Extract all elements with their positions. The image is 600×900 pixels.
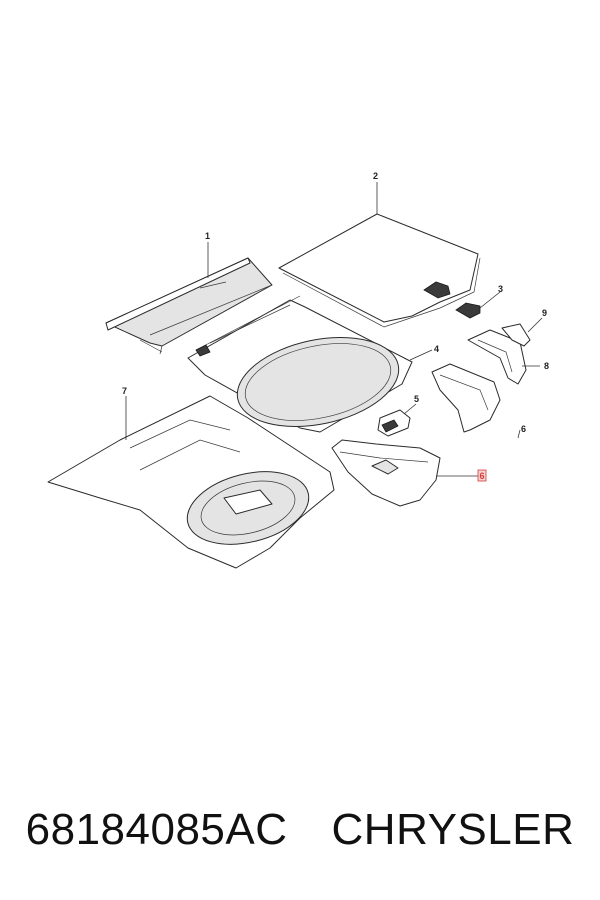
leader-5 [403, 403, 417, 415]
callout-3: 3 [498, 284, 503, 294]
callout-1: 1 [205, 231, 210, 241]
callout-6-highlighted: 6 [480, 471, 485, 481]
part-number: 68184085AC [25, 805, 288, 854]
callout-9: 9 [542, 308, 547, 318]
part-6-storage-tray[interactable] [331, 439, 441, 507]
leader-3 [479, 291, 501, 309]
callout-7: 7 [122, 386, 127, 396]
leader-6 [517, 429, 521, 439]
brand-name: CHRYSLER [331, 805, 575, 854]
part-1-cargo-cover[interactable] [105, 257, 273, 355]
part-caption: 68184085AC CHRYSLER [0, 800, 600, 860]
part-7-floor-pan[interactable] [47, 395, 335, 569]
part-4-storage-tub[interactable] [187, 295, 413, 440]
callout-4: 4 [434, 344, 439, 354]
part-3-latch[interactable] [455, 302, 481, 319]
callout-5: 5 [414, 394, 419, 404]
leader-4 [409, 349, 433, 361]
callout-2: 2 [373, 171, 378, 181]
callout-8: 8 [544, 361, 549, 371]
highlight-marker [477, 469, 487, 482]
part-9-clip[interactable] [501, 323, 531, 347]
part-8-corner-trim[interactable] [467, 329, 527, 385]
leader-9 [527, 317, 543, 333]
callout-6: 6 [521, 424, 526, 434]
part-2-load-floor-panel[interactable] [278, 213, 481, 328]
part-6-side-trim-upper[interactable] [431, 363, 501, 433]
part-5-bracket[interactable] [377, 409, 411, 437]
